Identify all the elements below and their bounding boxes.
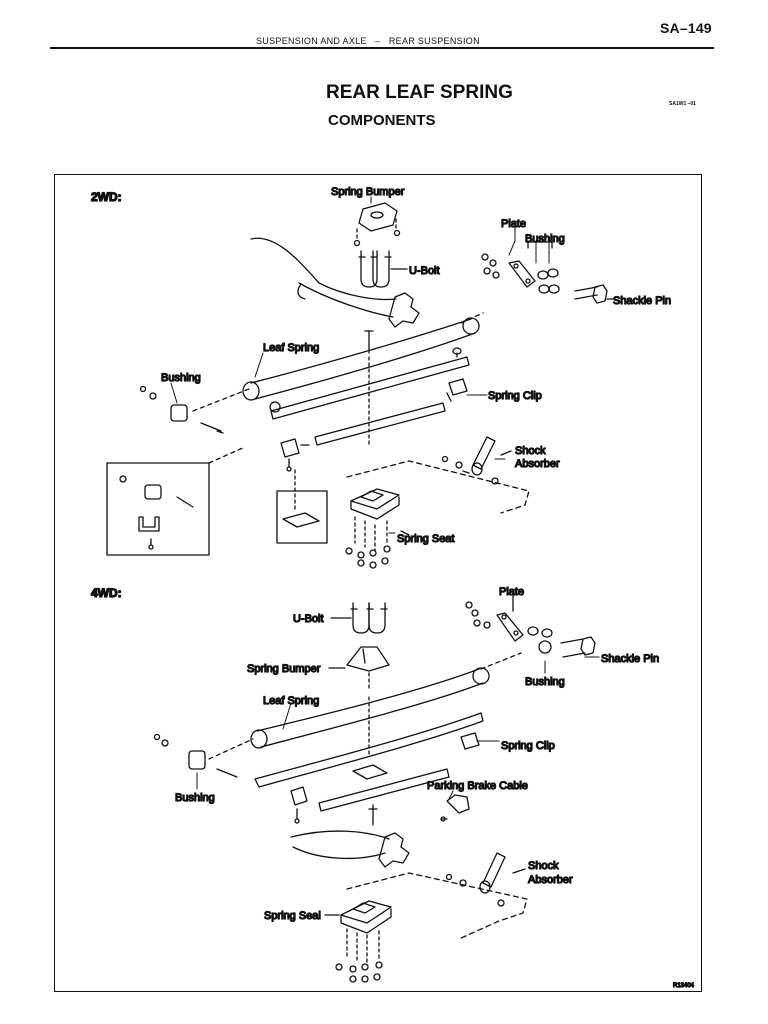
label-bushing-rear-2wd: Bushing <box>525 233 565 245</box>
shock-absorber-2wd <box>441 436 512 485</box>
label-shock-2wd: Shock <box>515 445 546 457</box>
label-spring-clip-4wd: Spring Clip <box>501 740 555 752</box>
axle-housing-4wd <box>290 830 410 868</box>
leader-lines-4wd <box>196 594 600 800</box>
spring-bumper-4wd <box>328 646 390 692</box>
label-u-bolt-4wd: U-Bolt <box>293 613 324 625</box>
page-title: REAR LEAF SPRING <box>326 82 513 103</box>
inset-box-center-2wd <box>276 466 328 544</box>
parking-brake-bracket-4wd <box>440 794 470 822</box>
label-shackle-pin-2wd: Shackle Pin <box>613 295 671 307</box>
label-spring-bumper-2wd: Spring Bumper <box>331 186 405 198</box>
inset-box-left-2wd <box>106 446 246 556</box>
leader-lines-2wd <box>170 196 550 534</box>
header-rule <box>50 47 714 49</box>
leaf-spring-4wd <box>250 667 490 826</box>
label-leaf-spring-2wd: Leaf Spring <box>263 342 319 354</box>
figure-code: R13404 <box>673 983 695 989</box>
shackle-assembly-4wd <box>465 594 596 670</box>
label-spring-clip-2wd: Spring Clip <box>488 390 542 402</box>
label-spring-seal-4wd: Spring Seal <box>264 910 321 922</box>
label-bushing-rear-4wd: Bushing <box>525 676 565 688</box>
spring-seal-4wd <box>324 872 528 983</box>
label-plate-2wd: Plate <box>501 218 526 230</box>
u-bolt-2wd <box>358 250 408 288</box>
label-spring-seat-2wd: Spring Seat <box>397 533 454 545</box>
front-bushing-2wd <box>139 385 250 434</box>
label-bushing-front-2wd: Bushing <box>161 372 201 384</box>
document-code: SA1W1 –01 <box>669 101 696 107</box>
front-bushing-4wd <box>153 733 254 778</box>
spring-clip-2wd <box>280 378 468 472</box>
u-bolt-4wd <box>330 602 388 634</box>
leaf-spring-2wd <box>242 317 480 446</box>
label-shackle-pin-4wd: Shackle Pin <box>601 653 659 665</box>
shock-absorber-4wd <box>445 852 526 907</box>
page-subtitle: COMPONENTS <box>328 112 436 129</box>
shackle-assembly-2wd <box>460 237 614 324</box>
spring-bumper-2wd <box>353 202 401 247</box>
page-number: SA–149 <box>660 20 712 36</box>
heading-4wd: 4WD: <box>91 586 122 600</box>
label-plate-4wd: Plate <box>499 586 524 598</box>
spring-seat-2wd <box>345 460 530 569</box>
running-header: SUSPENSION AND AXLE – REAR SUSPENSION <box>256 36 480 46</box>
exploded-diagram: 2WD: <box>90 185 695 989</box>
spring-clip-4wd <box>290 732 480 824</box>
label-shock-4wd: Shock <box>528 860 559 872</box>
label-absorber-4wd: Absorber <box>528 874 573 886</box>
label-leaf-spring-4wd: Leaf Spring <box>263 695 319 707</box>
heading-2wd: 2WD: <box>91 190 122 204</box>
label-bushing-front-4wd: Bushing <box>175 792 215 804</box>
label-parking-brake-cable-4wd: Parking Brake Cable <box>427 780 528 792</box>
label-spring-bumper-4wd: Spring Bumper <box>247 663 321 675</box>
label-u-bolt-2wd: U-Bolt <box>409 265 440 277</box>
exploded-diagram-figure: 2WD: <box>54 174 702 992</box>
label-absorber-2wd: Absorber <box>515 458 560 470</box>
axle-housing-2wd <box>250 237 420 328</box>
